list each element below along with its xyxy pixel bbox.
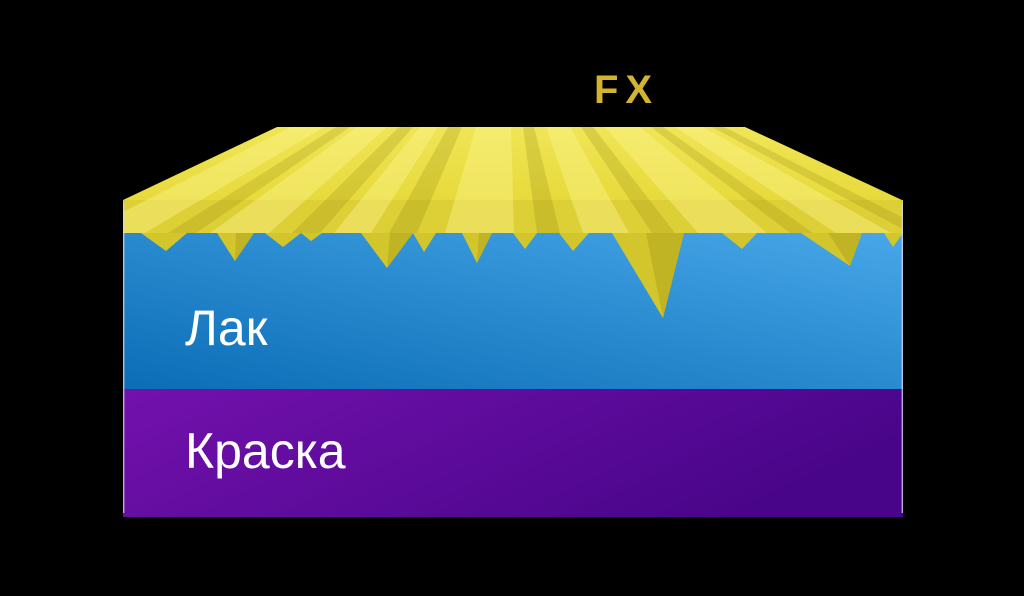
fx-coat-front-face: [123, 200, 903, 233]
paint-layer: [123, 389, 903, 517]
fx-spikes-shading: [235, 233, 862, 318]
paint-layer-label: Краска: [185, 423, 346, 479]
lacquer-layer-label: Лак: [185, 300, 268, 356]
fx-spikes: [141, 233, 903, 318]
fx-coat-texture-streaks: [123, 127, 903, 233]
lacquer-layer: [123, 233, 903, 389]
fx-coat-top-face: [123, 127, 902, 200]
edge-highlights: [122, 203, 903, 513]
fx-coat-title: FX: [594, 68, 660, 112]
